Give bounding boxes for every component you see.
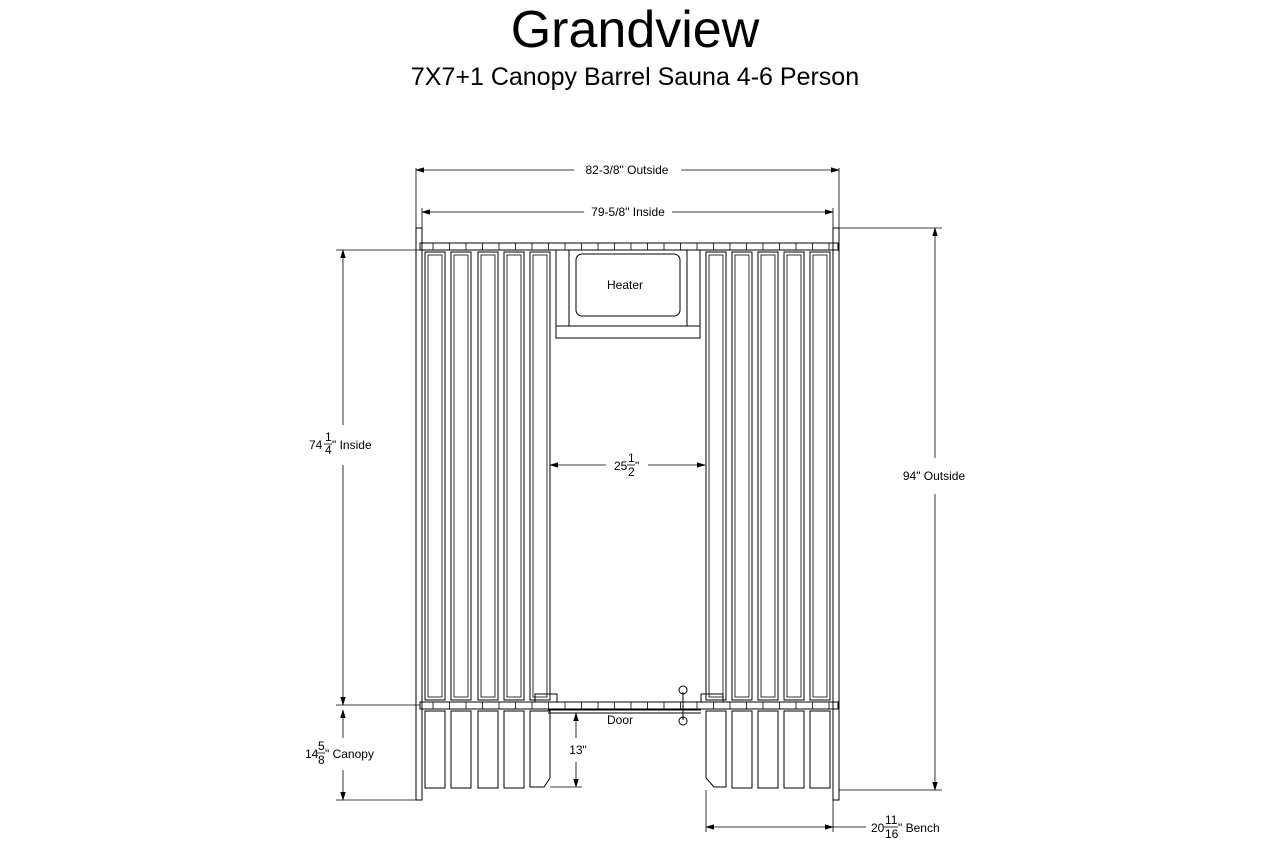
inside-width-label: 79-5/8" Inside (591, 205, 665, 219)
left-end-post (415, 227, 423, 801)
bench-board-inner (506, 254, 522, 698)
door: Door (534, 685, 724, 727)
heater-label: Heater (607, 278, 643, 292)
canopy-whole: 14 (305, 747, 319, 761)
bench-board (477, 251, 499, 701)
bottom-rail (419, 701, 839, 710)
inside-depth-suffix: " Inside (332, 438, 372, 452)
bench-board (529, 251, 551, 701)
dim-canopy: 14 5 8 " Canopy (305, 709, 420, 801)
bench-board-inner (708, 254, 724, 698)
canopy-board (705, 710, 727, 788)
inside-depth-fraction-den: 4 (325, 443, 332, 457)
page-subtitle: 7X7+1 Canopy Barrel Sauna 4-6 Person (410, 63, 860, 91)
bench-board-inner (532, 254, 548, 698)
bench-whole: 20 (871, 821, 885, 835)
door-label: Door (607, 713, 633, 727)
center-whole: 25 (614, 459, 628, 473)
canopy-suffix: " Canopy (325, 747, 374, 761)
right-end-post (832, 227, 840, 801)
bench-boards (424, 251, 831, 701)
canopy-board (424, 710, 446, 789)
bench-board (809, 251, 831, 701)
bench-board-inner (812, 254, 828, 698)
bench-board (731, 251, 753, 701)
canopy-fraction-den: 8 (318, 753, 325, 767)
dim-center-aisle: 25 1 2 " (549, 451, 706, 479)
canopy-board (503, 710, 525, 789)
heater: Heater (555, 250, 701, 339)
heater-box (575, 253, 681, 317)
dim-inside-width: 79-5/8" Inside (421, 205, 834, 219)
canopy-boards (424, 710, 831, 789)
door-jamb-right (700, 693, 724, 703)
top-rail (419, 242, 839, 251)
bench-board (757, 251, 779, 701)
door-handle-icon (678, 685, 688, 695)
page-title: Grandview (510, 1, 760, 59)
outer-frame (415, 168, 840, 801)
bench-board-inner (480, 254, 496, 698)
outside-height-label: 94" Outside (903, 469, 966, 483)
dim-bench: 20 11 16 " Bench (705, 790, 940, 841)
dim-door-gap: 13" (550, 712, 587, 788)
canopy-board (529, 710, 551, 788)
center-fraction-den: 2 (628, 465, 635, 479)
bench-suffix: " Bench (898, 821, 940, 835)
bench-fraction-num: 11 (885, 813, 898, 827)
canopy-board (757, 710, 779, 789)
canopy-board (809, 710, 831, 789)
bench-board (705, 251, 727, 701)
center-fraction-num: 1 (628, 451, 635, 465)
canopy-board (783, 710, 805, 789)
canopy-board (731, 710, 753, 789)
bench-board-inner (734, 254, 750, 698)
bench-fraction-den: 16 (885, 827, 899, 841)
dim-inside-depth: 74 1 4 " Inside (309, 249, 420, 706)
door-jamb-left (534, 693, 558, 703)
inside-depth-fraction-num: 1 (325, 430, 332, 444)
center-suffix: " (635, 459, 639, 473)
bench-board-inner (427, 254, 443, 698)
dim-outside-width: 82-3/8" Outside (415, 163, 840, 177)
bench-board (503, 251, 525, 701)
bench-board (450, 251, 472, 701)
bench-board (783, 251, 805, 701)
door-gap-label: 13" (569, 743, 587, 757)
canopy-fraction-num: 5 (318, 739, 325, 753)
bench-board-inner (760, 254, 776, 698)
inside-depth-label: 74 (309, 438, 323, 452)
bench-board-inner (786, 254, 802, 698)
dim-outside-height: 94" Outside (839, 227, 966, 791)
canopy-board (477, 710, 499, 789)
bench-board (424, 251, 446, 701)
canopy-board (450, 710, 472, 789)
bench-board-inner (453, 254, 469, 698)
outside-width-label: 82-3/8" Outside (586, 163, 669, 177)
